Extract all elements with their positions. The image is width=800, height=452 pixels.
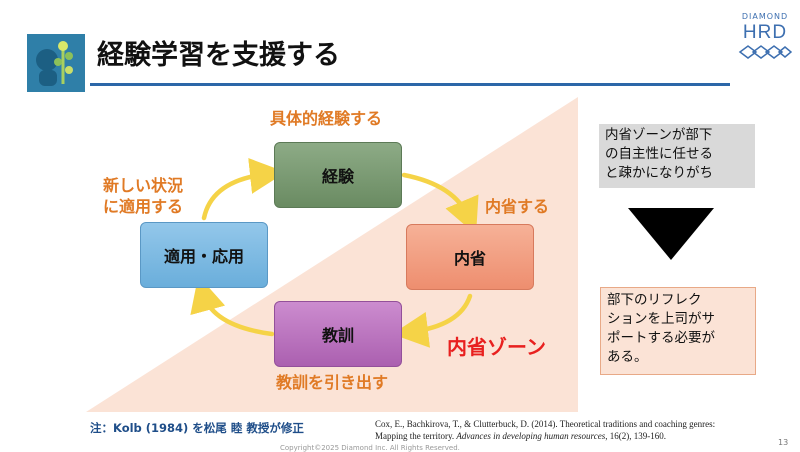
header-icon [27,34,85,92]
label-draw-lessons: 教訓を引き出す [276,373,389,392]
experience-box: 経験 [274,142,402,208]
copyright: Copyright©2025 Diamond Inc. All Rights R… [280,444,460,452]
label-apply-new-situation: 新しい状況 に適用する [103,175,183,217]
citation-line2-end: , 16(2), 139-160. [605,431,666,441]
down-arrow-icon [628,208,714,260]
brand-logo: DIAMOND HRD [736,12,794,64]
arrow-apply-to-experience [201,158,286,221]
brand-main-text: HRD [742,22,788,43]
support-note-line: 部下のリフレク [607,292,702,308]
warning-note-line: 内省ゾーンが部下 [605,127,713,143]
reflection-box: 内省 [406,224,534,290]
lesson-box: 教訓 [274,301,402,367]
label-reflect: 内省する [485,197,550,216]
citation-line2: Mapping the territory. Advances in devel… [375,430,775,442]
page-number: 13 [778,438,789,447]
header-rule [90,83,730,86]
label-apply-line1: 新しい状況 [103,176,184,195]
citation-line1: Cox, E., Bachkirova, T., & Clutterbuck, … [375,419,716,429]
apply-box: 適用・応用 [140,222,268,288]
label-apply-line2: に適用する [103,197,184,216]
citation-journal: Advances in developing human resources [456,431,606,441]
source-footnote: 注：Kolb (1984) を松尾 睦 教授が修正 [90,421,304,435]
brand-top-text: DIAMOND [741,12,789,21]
reflection-zone-triangle [86,97,578,412]
citation: Cox, E., Bachkirova, T., & Clutterbuck, … [375,418,775,442]
warning-note-line: の自主性に任せる [605,146,713,162]
arrow-experience-to-reflection [401,172,479,235]
reflection-zone-label: 内省ゾーン [447,335,546,359]
arrow-lesson-to-apply [190,275,275,337]
label-concrete-experience: 具体的経験する [270,109,383,128]
support-note-line: ある。 [607,349,648,365]
citation-line2-start: Mapping the territory. [375,431,457,441]
support-note-line: ションを上司がサ [607,311,715,327]
support-note-line: ポートする必要が [607,330,715,346]
brand-diamond-icon [738,45,793,59]
warning-note: 内省ゾーンが部下 の自主性に任せる と疎かになりがち [599,124,755,188]
support-note: 部下のリフレク ションを上司がサ ポートする必要が ある。 [600,287,756,375]
page-title: 経験学習を支援する [97,40,340,71]
arrow-reflection-to-lesson [392,293,473,348]
warning-note-line: と疎かになりがち [605,165,713,181]
